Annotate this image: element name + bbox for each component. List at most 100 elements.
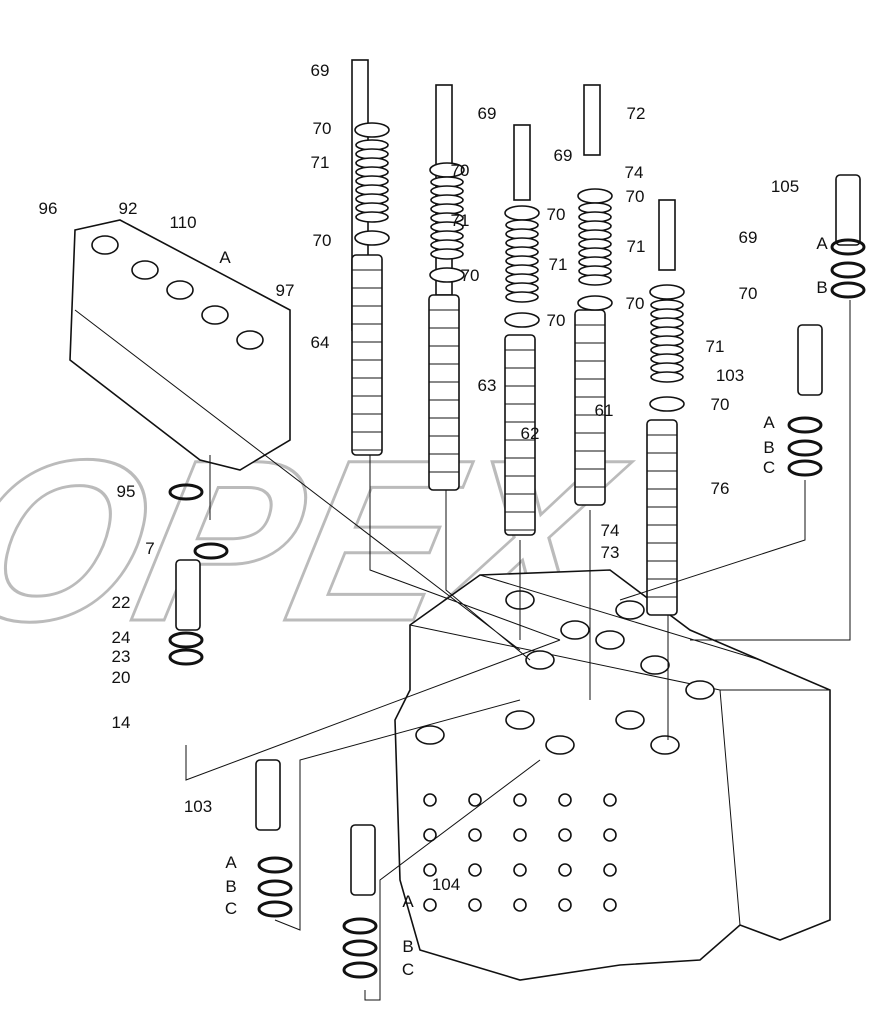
- callout-96: 96: [39, 199, 58, 218]
- port-hole: [505, 710, 535, 730]
- callout-74: 74: [625, 163, 644, 182]
- bolt-hole: [513, 898, 527, 912]
- callout-71: 71: [627, 237, 646, 256]
- port-hole: [685, 680, 715, 700]
- callout-70: 70: [626, 294, 645, 313]
- callout-7: 7: [145, 539, 154, 558]
- callout-71: 71: [451, 211, 470, 230]
- callout-20: 20: [112, 668, 131, 687]
- spring-seat: [504, 312, 540, 328]
- callout-69: 69: [739, 228, 758, 247]
- port-hole: [415, 725, 445, 745]
- spring-coil: [355, 211, 389, 223]
- callout-74: 74: [601, 521, 620, 540]
- spool: [351, 254, 383, 456]
- port-hole: [595, 630, 625, 650]
- plug: [797, 324, 823, 396]
- spring-seat: [429, 267, 465, 283]
- callout-72: 72: [627, 104, 646, 123]
- callout-92: 92: [119, 199, 138, 218]
- port-hole: [545, 735, 575, 755]
- o-ring: [830, 281, 866, 299]
- callout-70: 70: [461, 266, 480, 285]
- callout-70: 70: [313, 119, 332, 138]
- callout-69: 69: [311, 61, 330, 80]
- bolt-hole: [558, 898, 572, 912]
- callout-70: 70: [451, 161, 470, 180]
- spool: [646, 419, 678, 616]
- spring-coil: [650, 371, 684, 383]
- cover-hole: [166, 280, 194, 300]
- spring-seat: [649, 284, 685, 300]
- bolt-hole: [468, 863, 482, 877]
- callout-110: 110: [169, 213, 196, 232]
- o-ring: [787, 459, 823, 477]
- cover-hole: [236, 330, 264, 350]
- bolt-hole: [603, 828, 617, 842]
- callout-71: 71: [706, 337, 725, 356]
- o-ring: [830, 261, 866, 279]
- callout-62: 62: [521, 424, 540, 443]
- leader-lines: [74, 300, 851, 1001]
- callout-61: 61: [595, 401, 614, 420]
- callout-a: A: [225, 853, 237, 872]
- o-ring: [257, 856, 293, 874]
- bolt-hole: [423, 793, 437, 807]
- bolt-hole: [513, 828, 527, 842]
- callout-24: 24: [112, 628, 131, 647]
- callout-22: 22: [112, 593, 131, 612]
- o-ring: [787, 416, 823, 434]
- callout-b: B: [816, 278, 827, 297]
- callout-103: 103: [716, 366, 744, 385]
- bolt-hole: [468, 828, 482, 842]
- o-ring: [787, 439, 823, 457]
- callout-labels: 6970717064697071706369707170627274707170…: [39, 61, 829, 979]
- callout-70: 70: [313, 231, 332, 250]
- plug: [255, 759, 281, 831]
- o-ring: [193, 542, 229, 560]
- bolt-hole: [513, 863, 527, 877]
- spool: [428, 294, 460, 491]
- bolt-hole: [558, 863, 572, 877]
- callout-70: 70: [711, 395, 730, 414]
- o-ring: [342, 917, 378, 935]
- callout-70: 70: [626, 187, 645, 206]
- callout-70: 70: [547, 311, 566, 330]
- bolt-hole: [423, 828, 437, 842]
- spring-coil: [430, 248, 464, 260]
- callout-97: 97: [276, 281, 295, 300]
- bolt-hole: [558, 828, 572, 842]
- o-ring: [830, 238, 866, 256]
- callout-b: B: [763, 438, 774, 457]
- o-ring: [168, 631, 204, 649]
- bolt-hole: [558, 793, 572, 807]
- callout-a: A: [763, 413, 775, 432]
- callout-105: 105: [771, 177, 799, 196]
- port-hole: [640, 655, 670, 675]
- port-hole: [615, 710, 645, 730]
- cover-hole: [201, 305, 229, 325]
- port-hole: [525, 650, 555, 670]
- callout-103: 103: [184, 797, 212, 816]
- cover-hole: [91, 235, 119, 255]
- callout-b: B: [402, 937, 413, 956]
- callout-69: 69: [478, 104, 497, 123]
- o-ring: [257, 879, 293, 897]
- bolt-hole: [603, 898, 617, 912]
- callout-69: 69: [554, 146, 573, 165]
- bolt: [658, 199, 676, 271]
- o-ring: [342, 939, 378, 957]
- spring-seat: [577, 188, 613, 204]
- bolt-hole: [603, 863, 617, 877]
- bolt: [583, 84, 601, 156]
- callout-c: C: [402, 960, 414, 979]
- plug: [350, 824, 376, 896]
- callout-a: A: [219, 248, 231, 267]
- callout-73: 73: [601, 543, 620, 562]
- callout-71: 71: [311, 153, 330, 172]
- plug: [175, 559, 201, 631]
- bolt-hole: [423, 898, 437, 912]
- o-ring: [342, 961, 378, 979]
